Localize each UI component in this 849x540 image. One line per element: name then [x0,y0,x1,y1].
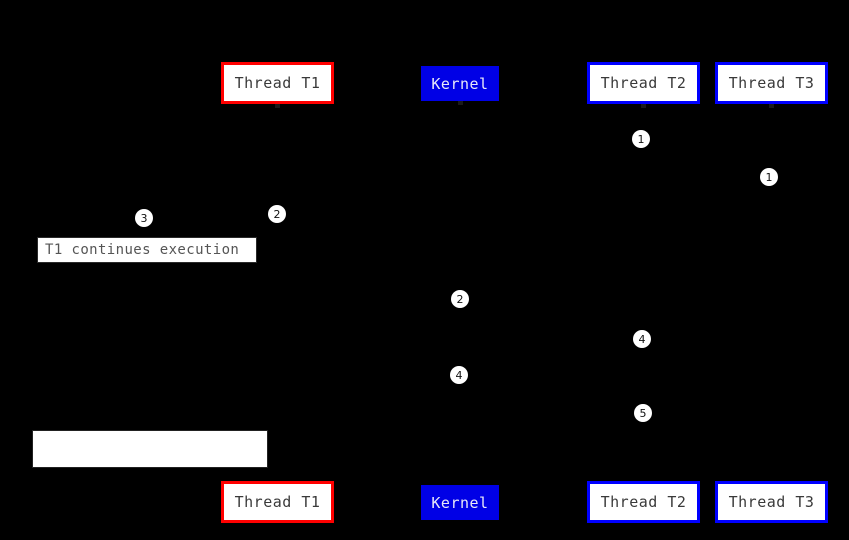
participant-t3b[interactable]: Thread T3 [715,481,828,523]
lifeline-nub-kernel [458,101,463,105]
step-marker-label: 4 [455,368,463,382]
participant-label: Thread T2 [600,74,687,92]
participant-t2b[interactable]: Thread T2 [587,481,700,523]
lifeline-t1 [277,104,278,481]
lifeline-t2 [643,104,644,481]
step-marker-t3-1: 1 [760,168,778,186]
step-marker-label: 1 [637,132,645,146]
note-text: T1 continues execution [45,242,240,258]
step-marker-t2-5: 5 [634,404,652,422]
step-marker-kernel-4: 4 [450,366,468,384]
participant-t2[interactable]: Thread T2 [587,62,700,104]
participant-label: Thread T1 [234,493,321,511]
step-marker-t2-4: 4 [633,330,651,348]
participant-label: Thread T1 [234,74,321,92]
lifeline-t3 [771,104,772,481]
step-marker-kernel-2: 2 [451,290,469,308]
lifeline-nub-t3 [769,104,774,108]
step-marker-t1-2: 2 [268,205,286,223]
participant-kernelb[interactable]: Kernel [421,485,499,520]
step-marker-label: 5 [639,406,647,420]
participant-label: Kernel [431,493,489,512]
participant-label: Thread T3 [728,74,815,92]
step-marker-label: 1 [765,170,773,184]
participant-t1[interactable]: Thread T1 [221,62,334,104]
step-marker-label: 2 [273,207,281,221]
step-marker-t1-3: 3 [135,209,153,227]
step-marker-label: 3 [140,211,148,225]
participant-t3[interactable]: Thread T3 [715,62,828,104]
lifeline-nub-t2 [641,104,646,108]
lifeline-nub-t1 [275,104,280,108]
note-t1-continues: T1 continues execution [37,237,257,263]
step-marker-label: 2 [456,292,464,306]
step-marker-label: 4 [638,332,646,346]
participant-label: Thread T3 [728,493,815,511]
participant-kernel[interactable]: Kernel [421,66,499,101]
step-marker-t2-1: 1 [632,130,650,148]
note-empty [32,430,268,468]
participant-label: Thread T2 [600,493,687,511]
participant-label: Kernel [431,74,489,93]
participant-t1b[interactable]: Thread T1 [221,481,334,523]
